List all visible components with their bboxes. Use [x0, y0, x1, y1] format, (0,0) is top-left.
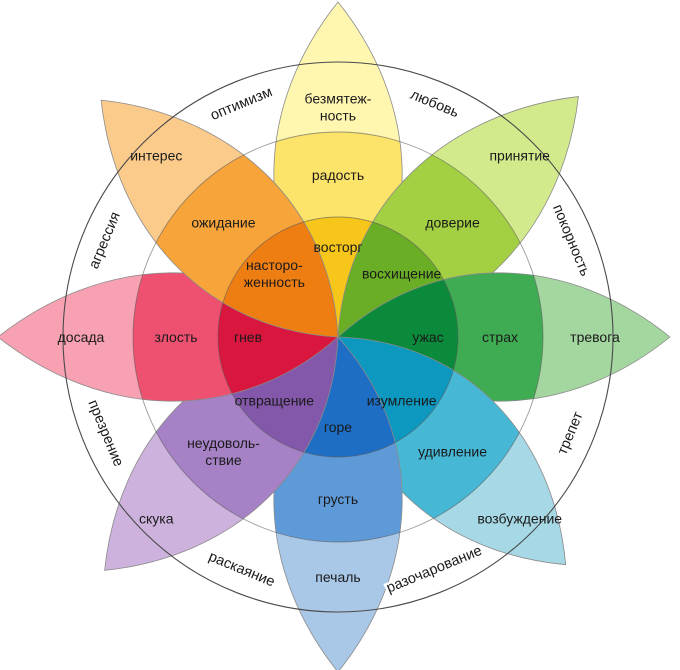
petal-anticipation-middle-label: ожидание — [191, 214, 255, 230]
petal-fear-middle-label: страх — [482, 329, 518, 345]
petal-sadness-middle-label: грусть — [318, 491, 358, 507]
petal-sadness-outer-label: печаль — [315, 569, 360, 585]
petal-trust-middle-label: доверие — [425, 214, 480, 230]
petal-anticipation-inner-label: насторо-женность — [244, 257, 305, 290]
petal-anticipation-outer-label: интерес — [130, 147, 182, 163]
petal-disgust-outer-label: скука — [139, 511, 174, 527]
petal-disgust-middle-label: неудоволь-ствие — [187, 435, 260, 468]
petal-surprise-middle-label: удивление — [418, 444, 487, 460]
dyad-label: любовь — [408, 87, 461, 121]
petal-surprise-inner-label: изумление — [367, 393, 437, 409]
middle-tier-ring — [132, 131, 544, 543]
inner-tier-ring — [217, 216, 459, 458]
label-layer: безмятеж-ность радость восторг принятие дове… — [58, 91, 620, 586]
dyad-label: агрессия — [86, 210, 124, 271]
dyad-label: разочарование — [384, 543, 484, 597]
petal-anger-middle-label: злость — [154, 329, 197, 345]
petal-disgust-inner-label: отвращение — [235, 393, 315, 409]
petal-joy-middle-label: радость — [312, 167, 364, 183]
petal-trust-outer-label: принятие — [489, 147, 550, 163]
outer-ring — [62, 61, 614, 613]
petal-fear-outer-label: тревога — [570, 329, 620, 345]
dyad-label: трепет — [555, 409, 587, 457]
ring-layer — [62, 61, 614, 613]
petal-anger-inner-label: гнев — [234, 329, 262, 345]
petal-fear-inner-label: ужас — [412, 329, 443, 345]
petal-anger-outer-label: досада — [58, 329, 105, 345]
petal-sadness-inner-label: горе — [324, 419, 352, 435]
petal-trust-inner-label: восхищение — [362, 265, 442, 281]
petal-joy-outer-label: безмятеж-ность — [305, 91, 372, 124]
petal-joy-inner-label: восторг — [314, 239, 363, 255]
petal-surprise-outer-label: возбуждение — [477, 511, 562, 527]
dyad-label: покорность — [549, 202, 593, 278]
petal-anticipation-outline — [100, 99, 339, 338]
dyad-label: оптимизм — [208, 84, 274, 124]
